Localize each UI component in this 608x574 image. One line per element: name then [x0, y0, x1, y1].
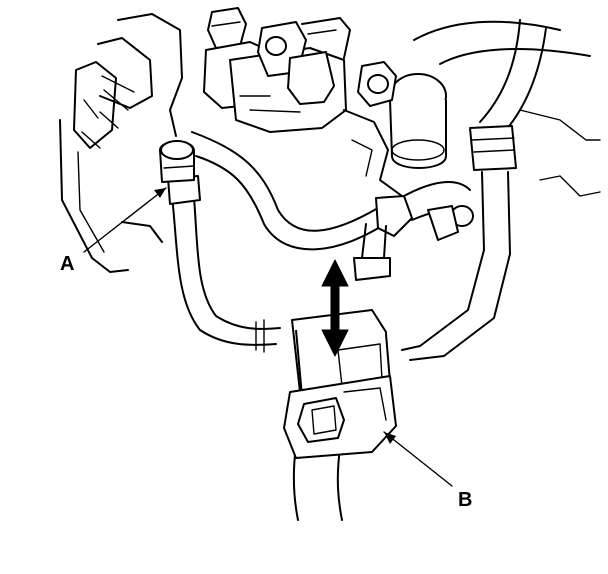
right-background-lines [401, 19, 601, 361]
upper-hose [191, 131, 474, 281]
engine-block-outline [59, 13, 183, 273]
valve-assembly [203, 7, 351, 133]
vacuum-hose [159, 140, 281, 353]
canister [343, 61, 447, 197]
callout-a-label: A [60, 253, 74, 275]
callout-b-label: B [458, 489, 472, 511]
solenoid-valve [283, 309, 397, 521]
motion-double-arrow [321, 259, 349, 357]
callout-leaders [83, 187, 453, 487]
